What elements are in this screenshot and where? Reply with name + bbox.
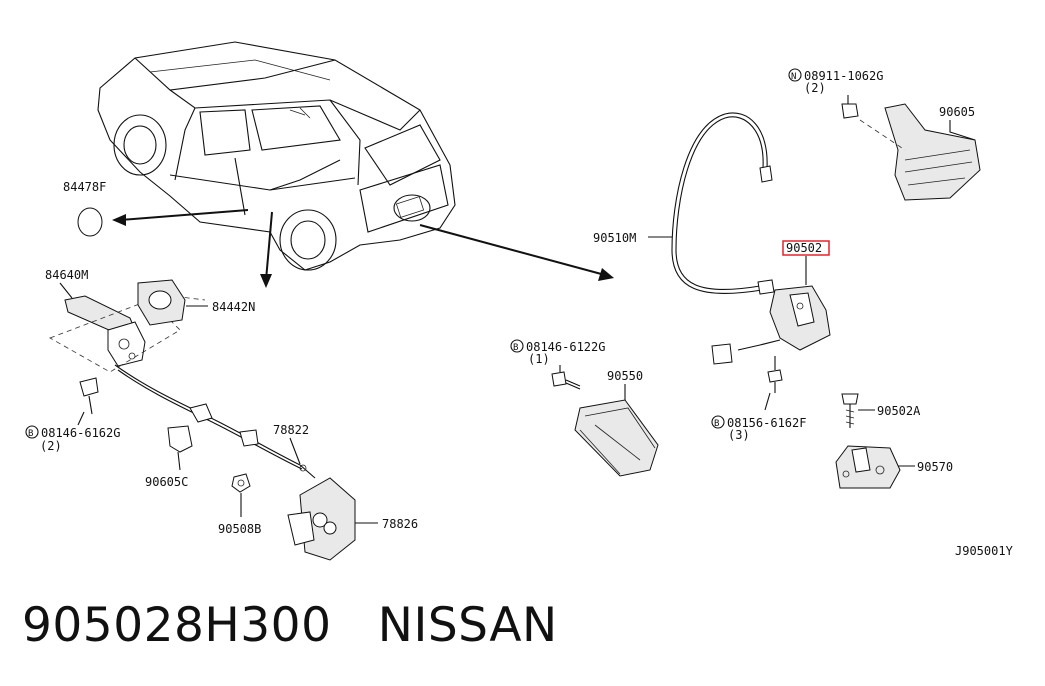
label-78826: 78826 xyxy=(382,517,418,531)
label-08911-1062g: 08911-1062G xyxy=(804,69,883,83)
part-number: 905028H300 xyxy=(22,598,332,653)
circle-b-marker-2 xyxy=(510,339,524,353)
circle-b-letter-2: B xyxy=(513,343,518,353)
circle-n-marker xyxy=(788,68,802,82)
label-90570: 90570 xyxy=(917,460,953,474)
label-90605: 90605 xyxy=(939,105,975,119)
vehicle-illustration xyxy=(97,41,614,288)
actuator-group: B 08146-6122G (1) 90550 xyxy=(510,339,659,477)
label-90508b: 90508B xyxy=(218,522,261,536)
label-78822: 78822 xyxy=(273,423,309,437)
clip-90605c-part xyxy=(167,425,193,453)
fuel-lid-group: 84478F 84640M 84442N B 08146-6162G (2) xyxy=(25,180,418,561)
fuel-cap-part xyxy=(77,207,103,237)
label-90502a: 90502A xyxy=(877,404,921,418)
footer-caption: 905028H300 NISSAN xyxy=(22,598,558,653)
label-90605c: 90605C xyxy=(145,475,188,489)
label-08146-6122g-qty: (1) xyxy=(528,352,550,366)
back-door-lock-group: 90510M 90502 B 08156-6162F (3) 90502A xyxy=(593,68,981,489)
circle-b-marker xyxy=(25,425,39,439)
label-08146-6122g: 08146-6122G xyxy=(526,340,605,354)
circle-b-letter: B xyxy=(28,429,33,439)
actuator-90550-part xyxy=(574,399,659,477)
label-08156-6162f-qty: (3) xyxy=(728,428,750,442)
label-08156-6162f: 08156-6162F xyxy=(727,416,806,430)
circle-b-marker-3 xyxy=(711,415,725,429)
diagram-code: J905001Y xyxy=(955,544,1014,558)
label-08911-1062g-qty: (2) xyxy=(804,81,826,95)
label-08146-6162g-qty: (2) xyxy=(40,439,62,453)
label-90510m: 90510M xyxy=(593,231,636,245)
label-90550: 90550 xyxy=(607,369,643,383)
highlight-box xyxy=(782,240,830,256)
circle-b-letter-3: B xyxy=(714,419,719,429)
label-84442n: 84442N xyxy=(212,300,255,314)
circle-n-letter: N xyxy=(791,72,796,82)
brand-name: NISSAN xyxy=(377,598,558,653)
label-84640m: 84640M xyxy=(45,268,88,282)
nut-08911-part xyxy=(841,103,859,119)
screw-90502a-part xyxy=(841,393,859,405)
handle-90605-part xyxy=(884,103,981,201)
nut-90508b-part xyxy=(231,473,251,493)
label-84478f: 84478F xyxy=(63,180,106,194)
label-90502-highlight: 90502 xyxy=(786,241,822,255)
label-08146-6162g: 08146-6162G xyxy=(41,426,120,440)
